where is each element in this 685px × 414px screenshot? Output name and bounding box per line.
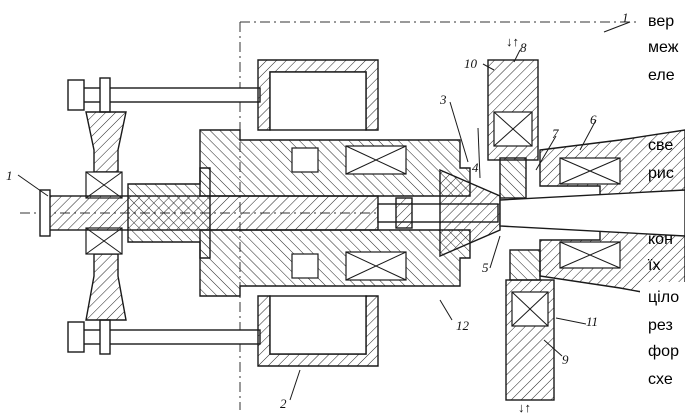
label-12: 12: [456, 318, 470, 333]
label-9: 9: [562, 352, 569, 367]
side-text-mask-bottom: [640, 282, 685, 386]
spindle-body-lower: [199, 229, 471, 297]
side-text-mask-top: [640, 8, 685, 88]
label-1-left: 1: [6, 168, 13, 183]
lower-left-wheel: [85, 253, 127, 321]
label-11: 11: [586, 314, 598, 329]
leader-lines: [17, 21, 631, 401]
workpiece: [499, 189, 685, 237]
label-5: 5: [482, 260, 489, 275]
label-4: 4: [472, 160, 479, 175]
main-shaft: [47, 195, 379, 231]
side-text-3: еле: [648, 67, 675, 84]
label-10: 10: [464, 56, 478, 71]
upper-rod-nut: [67, 79, 85, 111]
side-text-6: кон: [648, 231, 673, 248]
upper-small-bearing: [291, 147, 319, 173]
side-text-5: рис: [648, 165, 674, 182]
label-8: 8: [520, 40, 527, 55]
lower-small-bearing: [291, 253, 319, 279]
upper-left-wheel: [85, 111, 127, 173]
label-2: 2: [280, 396, 287, 411]
left-hub: [127, 167, 211, 259]
side-text-8: ціло: [648, 289, 679, 306]
side-text-7: їх: [647, 257, 660, 274]
side-text-9: рез: [648, 317, 673, 334]
lower-motion-arrows: ↓↑: [518, 400, 531, 414]
side-text-10: фор: [648, 343, 679, 360]
side-text-4: све: [648, 137, 673, 154]
upper-rod-washer: [99, 77, 111, 113]
lower-roller: [509, 249, 541, 281]
upper-motion-arrows: ↓↑: [506, 34, 519, 49]
side-text-11: схе: [648, 371, 673, 388]
label-1-top: 1: [622, 10, 629, 25]
side-text-2: меж: [648, 39, 679, 56]
upper-roller: [499, 157, 527, 199]
label-7: 7: [552, 126, 559, 141]
upper-piston: [269, 71, 367, 131]
draw-bar-head: [395, 197, 413, 229]
lower-rod-washer: [99, 319, 111, 355]
side-text-1: вер: [648, 13, 674, 30]
label-3: 3: [439, 92, 447, 107]
lower-piston: [269, 295, 367, 355]
shaft-end-cap: [39, 189, 51, 237]
label-6: 6: [590, 112, 597, 127]
lower-rod-nut: [67, 321, 85, 353]
spindle-body-upper: [199, 129, 471, 197]
nose-cone: [439, 168, 501, 258]
